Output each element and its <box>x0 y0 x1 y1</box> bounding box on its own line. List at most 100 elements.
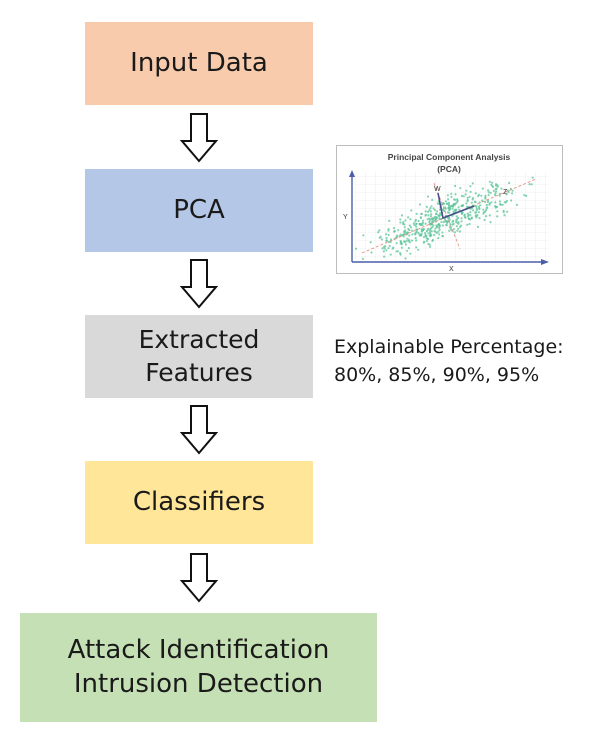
pca-scatter-point <box>406 231 409 234</box>
pca-scatter-point <box>494 206 497 209</box>
pca-scatter-point <box>413 224 416 227</box>
pca-scatter-point <box>403 223 406 226</box>
pca-scatter-point <box>449 206 452 209</box>
pca-y-axis-arrowhead <box>349 170 355 177</box>
pca-scatter-point <box>488 180 491 183</box>
pca-scatter-point <box>449 223 452 226</box>
pca-scatter-point <box>451 220 454 223</box>
pca-scatter-point <box>494 201 497 204</box>
pca-scatter-point <box>477 211 480 214</box>
pca-scatter-point <box>379 235 382 238</box>
pca-scatter-point <box>506 210 509 213</box>
pca-scatter-point <box>439 212 442 215</box>
pca-scatter-point <box>454 184 457 188</box>
extracted-features-line-1: Extracted <box>138 325 260 354</box>
pca-scatter-point <box>476 225 479 228</box>
pca-x-axis-label: X <box>449 266 454 273</box>
pca-scatter-point <box>457 206 460 209</box>
attack-identification-label: Attack Identification <box>67 634 330 665</box>
pca-scatter-point <box>463 214 466 217</box>
pca-scatter-point <box>468 222 471 226</box>
pca-scatter-point <box>410 239 414 242</box>
pca-scatter-point <box>436 210 439 213</box>
pca-scatter-point <box>387 240 390 244</box>
pca-scatter-point <box>476 214 479 217</box>
pca-scatter-point <box>491 181 494 184</box>
pca-scatter-point <box>450 228 453 231</box>
pca-scatter-point <box>465 189 468 192</box>
pca-scatter-point <box>385 236 388 240</box>
pca-scatter-point <box>428 220 431 224</box>
pca-scatter-point <box>422 241 425 244</box>
pca-scatter-point <box>489 191 492 194</box>
pca-scatter-point <box>466 205 469 208</box>
pca-scatter-point <box>450 195 453 199</box>
pca-scatter-point <box>531 176 534 179</box>
pca-scatter-point <box>499 203 502 206</box>
pca-scatter-point <box>430 205 433 208</box>
pca-scatter-point <box>447 201 450 204</box>
pca-scatter-point <box>433 208 436 212</box>
pca-scatter-point <box>429 227 432 231</box>
pca-scatter-point <box>403 240 406 243</box>
pca-scatter-point <box>408 224 411 227</box>
pca-scatter-point <box>493 193 497 197</box>
pca-scatter-point <box>472 209 475 212</box>
pca-scatter-point <box>431 220 434 223</box>
pca-scatter-point <box>428 219 431 222</box>
pca-scatter-point <box>405 239 408 242</box>
pca-scatter-point <box>485 209 488 212</box>
pca-scatter-point <box>484 215 488 218</box>
pca-scatter-point <box>484 197 487 200</box>
pca-scatter-point <box>481 187 484 190</box>
pca-scatter-point <box>383 247 386 250</box>
pca-figure-title-1: Principal Component Analysis <box>388 152 511 162</box>
pca-scatter-point <box>438 214 441 217</box>
pca-scatter-point <box>438 233 441 236</box>
pca-scatter-point <box>469 185 472 188</box>
pca-scatter-point <box>415 212 418 215</box>
pca-scatter-point <box>466 196 469 199</box>
pca-scatter-point <box>397 229 400 232</box>
pca-scatter-point <box>399 218 402 221</box>
pca-scatter-point <box>385 239 388 242</box>
pca-scatter-point <box>383 255 386 258</box>
pca-scatter-point <box>466 212 469 215</box>
pca-scatter-point <box>437 237 440 240</box>
pca-box: PCA <box>85 169 313 252</box>
pca-scatter-point <box>409 218 412 221</box>
pca-scatter-point <box>469 218 472 221</box>
pca-scatter-point <box>475 207 478 210</box>
pca-scatter-point <box>465 202 468 205</box>
pca-scatter-point <box>431 238 435 242</box>
classifiers-box: Classifiers <box>85 461 313 544</box>
pca-scatter-point <box>433 234 436 237</box>
pca-scatter-point <box>430 213 433 216</box>
pca-scatter-point <box>496 215 499 218</box>
pca-scatter-point <box>469 190 472 193</box>
pca-scatter-point <box>470 216 473 219</box>
pca-scatter-point <box>377 231 380 234</box>
pca-scatter-point <box>454 209 457 212</box>
pca-scatter-point <box>487 193 490 197</box>
pca-component-w-label: W <box>434 186 441 193</box>
pca-scatter-point <box>448 229 451 232</box>
input-data-box: Input Data <box>85 22 313 105</box>
pca-scatter-point <box>404 231 407 234</box>
pca-scatter-point <box>409 252 412 255</box>
pca-scatter-point <box>474 201 477 204</box>
pca-scatter-point <box>452 204 455 207</box>
pca-scatter-point <box>404 229 407 232</box>
pca-scatter-point <box>447 198 450 201</box>
explainable-percentage-label: Explainable Percentage: <box>334 336 564 358</box>
pca-scatter-point <box>496 210 499 213</box>
pca-scatter-point <box>384 245 387 248</box>
pca-scatter-point <box>438 228 441 231</box>
pca-scatter-point <box>475 205 478 208</box>
pca-scatter-point <box>452 222 455 225</box>
pca-scatter-point <box>440 221 443 224</box>
attack-detection-box: Attack Identification Intrusion Detectio… <box>20 613 377 722</box>
pca-scatter-point <box>427 214 430 217</box>
pca-scatter-point <box>446 220 449 223</box>
pca-scatter-point <box>502 209 505 212</box>
